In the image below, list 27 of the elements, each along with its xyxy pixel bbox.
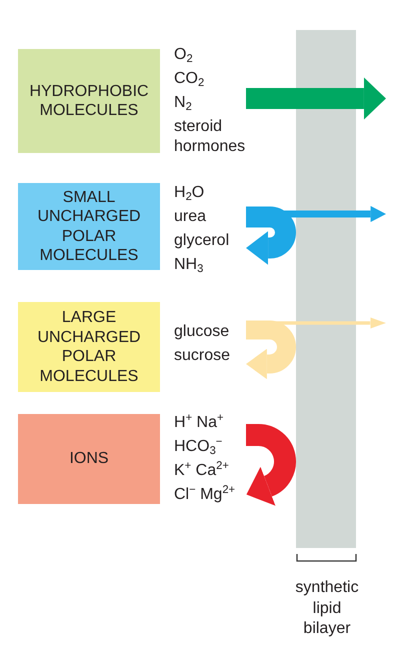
molecule-label: glucose — [174, 322, 230, 342]
molecule-label: H$_{2}$O — [174, 183, 206, 203]
curved-arrow — [246, 320, 296, 380]
membrane-bar — [296, 30, 356, 548]
membrane-caption: synthetic lipid bilayer — [294, 578, 360, 639]
category-label: HYDROPHOBIC MOLECULES — [28, 82, 150, 120]
category-label: LARGE UNCHARGED POLAR MOLECULES — [36, 308, 142, 386]
molecule-label: steroid hormones — [174, 117, 246, 157]
molecule-label: CO$_{2}$ — [174, 69, 206, 89]
category-label: SMALL UNCHARGED POLAR MOLECULES — [36, 188, 142, 266]
category-box — [18, 414, 160, 504]
molecule-label: glycerol — [174, 231, 230, 251]
arrow — [246, 78, 386, 120]
molecule-label: N$_{2}$ — [174, 93, 193, 113]
molecule-label: urea — [174, 207, 208, 227]
molecule-label: O$_{2}$ — [174, 45, 194, 65]
molecule-label: H$^{+}$ Na$^{+}$ — [174, 413, 225, 433]
category-label: IONS — [69, 449, 109, 469]
category-box — [18, 302, 160, 392]
curved-arrow — [246, 424, 296, 506]
category-box — [18, 183, 160, 270]
category-box — [18, 49, 160, 153]
molecule-label: K$^{+}$ Ca$^{2+}$ — [174, 461, 230, 481]
curved-arrow — [246, 206, 296, 265]
molecule-label: Cl$^{−}$ Mg$^{2+}$ — [174, 485, 236, 505]
molecule-label: sucrose — [174, 346, 232, 366]
molecule-label: NH$_{3}$ — [174, 255, 204, 275]
